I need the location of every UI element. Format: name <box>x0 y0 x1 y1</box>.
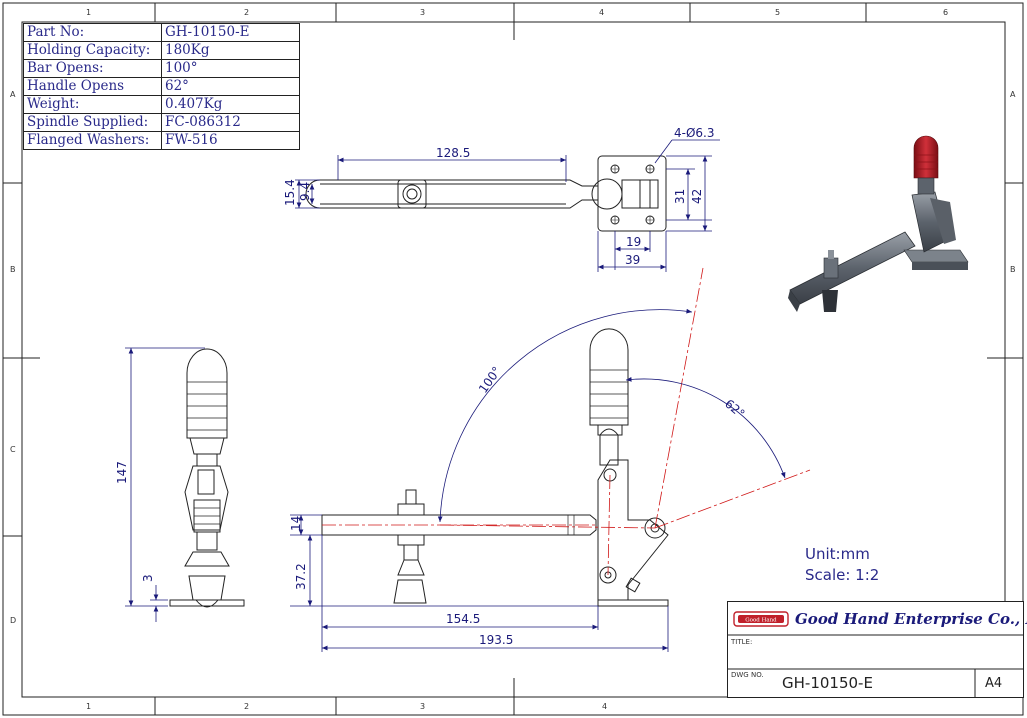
spec-label: Spindle Supplied: <box>23 113 162 132</box>
dim-left-height: 147 <box>115 461 129 484</box>
col-marker: 2 <box>244 8 249 17</box>
col-marker: 3 <box>420 8 425 17</box>
row-marker: C <box>10 445 16 454</box>
top-view <box>305 155 667 232</box>
dim-left-small: 3 <box>141 574 155 582</box>
spec-table: Part No:GH-10150-E Holding Capacity:180K… <box>23 23 300 150</box>
dwg-no-label: DWG NO. <box>731 671 764 679</box>
title-field-label: TITLE: <box>731 638 753 646</box>
dim-top-b2: 39 <box>625 253 640 267</box>
row-markers: A B C D A B <box>10 90 1016 625</box>
spec-row: Flanged Washers:FW-516 <box>23 131 300 150</box>
spec-value: 0.407Kg <box>161 95 300 114</box>
side-view-dimensions <box>290 308 786 652</box>
company-logo: Good Hand <box>733 611 789 627</box>
spec-row: Part No:GH-10150-E <box>23 23 300 42</box>
dim-side-h2: 37.2 <box>294 563 308 590</box>
col-marker: 2 <box>244 702 249 711</box>
scale-label: Scale: 1:2 <box>805 566 880 584</box>
spec-row: Holding Capacity:180Kg <box>23 41 300 60</box>
dim-top-h1: 15.4 <box>283 179 297 206</box>
sheet-size: A4 <box>985 676 1003 691</box>
spec-label: Part No: <box>23 23 162 42</box>
spec-value: FC-086312 <box>161 113 300 132</box>
dim-top-length: 128.5 <box>436 146 470 160</box>
col-marker: 1 <box>86 8 91 17</box>
spec-label: Flanged Washers: <box>23 131 162 150</box>
spec-label: Weight: <box>23 95 162 114</box>
dwg-no-value: GH-10150-E <box>782 674 873 692</box>
col-marker: 4 <box>602 702 607 711</box>
spec-row: Spindle Supplied:FC-086312 <box>23 113 300 132</box>
spec-row: Weight:0.407Kg <box>23 95 300 114</box>
company-name: Good Hand Enterprise Co., Ltd <box>795 610 1027 628</box>
col-marker: 3 <box>420 702 425 711</box>
col-marker: 6 <box>943 8 948 17</box>
front-view <box>169 348 245 608</box>
front-view-dimensions <box>125 347 205 622</box>
spec-label: Bar Opens: <box>23 59 162 78</box>
dim-angle-bar: 100° <box>476 364 504 396</box>
col-marker: 1 <box>86 702 91 711</box>
col-marker: 4 <box>599 8 604 17</box>
dim-top-w1: 31 <box>673 189 687 204</box>
unit-label: Unit:mm <box>805 545 870 563</box>
spec-value: 180Kg <box>161 41 300 60</box>
row-marker: A <box>1010 90 1016 99</box>
dim-side-h1: 14 <box>289 516 303 531</box>
spec-value: FW-516 <box>161 131 300 150</box>
title-block-frame: Good Hand <box>727 601 1024 698</box>
row-marker: A <box>10 90 16 99</box>
spec-value: 100° <box>161 59 300 78</box>
dim-side-len1: 154.5 <box>446 612 480 626</box>
spec-label: Handle Opens <box>23 77 162 96</box>
dim-side-len2: 193.5 <box>479 633 513 647</box>
spec-value: 62° <box>161 77 300 96</box>
dim-top-h2: 9.4 <box>298 182 312 201</box>
isometric-clamp-render <box>788 135 969 312</box>
logo-text: Good Hand <box>745 618 777 624</box>
dim-hole-callout: 4-Ø6.3 <box>674 126 715 140</box>
spec-label: Holding Capacity: <box>23 41 162 60</box>
spec-row: Bar Opens:100° <box>23 59 300 78</box>
col-marker: 5 <box>775 8 780 17</box>
column-markers: 1 2 3 4 5 6 1 2 3 4 <box>86 8 948 711</box>
dim-top-w2: 42 <box>690 189 704 204</box>
row-marker: D <box>10 616 16 625</box>
dim-top-b1: 19 <box>626 235 641 249</box>
spec-value: GH-10150-E <box>161 23 300 42</box>
row-marker: B <box>10 265 16 274</box>
top-view-dimensions <box>295 139 720 272</box>
row-marker: B <box>1010 265 1016 274</box>
